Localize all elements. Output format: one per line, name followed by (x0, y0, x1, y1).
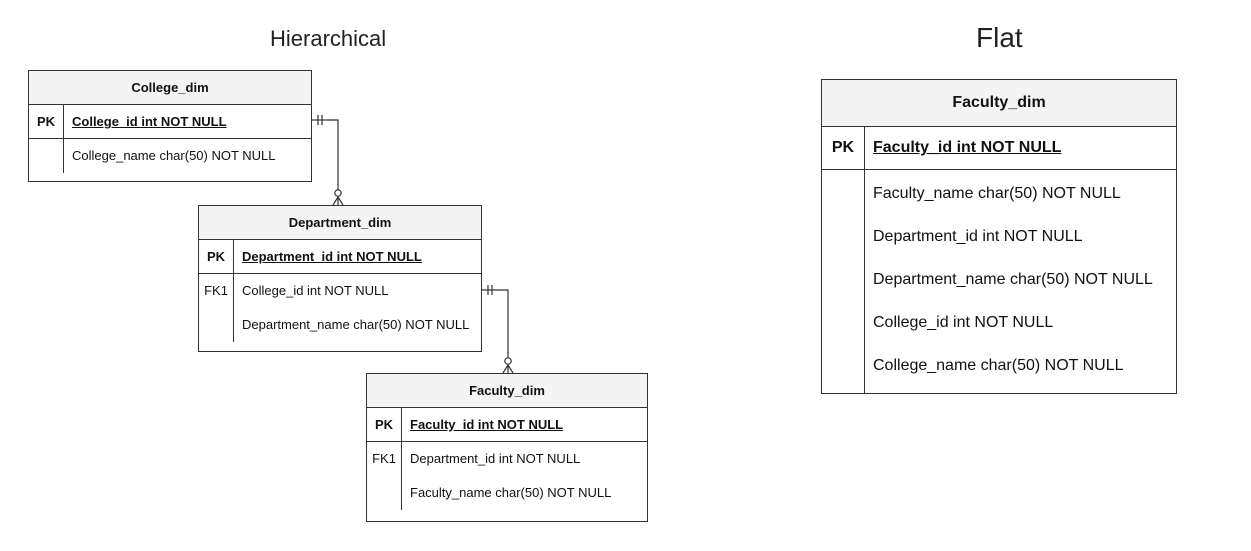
attribute-list: College_id int NOT NULL Department_name … (234, 274, 481, 342)
attribute-row: College_name char(50) NOT NULL (72, 148, 276, 163)
attribute-section: College_name char(50) NOT NULL (29, 139, 311, 173)
table-header: Faculty_dim (367, 374, 647, 408)
relationship-department-faculty (482, 285, 514, 374)
attribute-row: College_id int NOT NULL (242, 283, 389, 298)
pk-row: PK Faculty_id int NOT NULL (367, 408, 647, 442)
attribute-section: FK1 College_id int NOT NULL Department_n… (199, 274, 481, 342)
attribute-row: Department_name char(50) NOT NULL (242, 317, 470, 332)
attribute-list: Faculty_name char(50) NOT NULL Departmen… (865, 170, 1176, 394)
zero-circle-icon (334, 189, 342, 197)
attribute-list: College_name char(50) NOT NULL (64, 139, 311, 173)
relationship-college-department (312, 115, 344, 206)
key-column: FK1 (199, 274, 234, 342)
pk-label: PK (367, 408, 402, 441)
key-column: FK1 (367, 442, 402, 510)
attribute-row: College_name char(50) NOT NULL (873, 357, 1124, 374)
key-column (822, 170, 865, 394)
faculty-dim-table-flat: Faculty_dim PK Faculty_id int NOT NULL F… (821, 79, 1177, 394)
faculty-dim-table-hierarchical: Faculty_dim PK Faculty_id int NOT NULL F… (366, 373, 648, 522)
key-column (29, 139, 64, 173)
pk-row: PK Department_id int NOT NULL (199, 240, 481, 274)
key-cell: FK1 (372, 451, 396, 466)
pk-row: PK Faculty_id int NOT NULL (822, 127, 1176, 170)
attribute-row: Faculty_name char(50) NOT NULL (873, 185, 1121, 202)
table-header: Department_dim (199, 206, 481, 240)
attribute-list: Department_id int NOT NULL Faculty_name … (402, 442, 647, 510)
attribute-row: Department_id int NOT NULL (873, 228, 1083, 245)
relationship-line (312, 119, 339, 190)
pk-label: PK (199, 240, 234, 273)
college-dim-table: College_dim PK College_id int NOT NULL C… (28, 70, 312, 182)
flat-title: Flat (976, 22, 1023, 53)
pk-column: College_id int NOT NULL (72, 114, 227, 129)
attribute-section: FK1 Department_id int NOT NULL Faculty_n… (367, 442, 647, 510)
zero-circle-icon (504, 357, 512, 365)
department-dim-table: Department_dim PK Department_id int NOT … (198, 205, 482, 352)
table-header: College_dim (29, 71, 311, 105)
pk-label: PK (822, 127, 865, 169)
pk-column: Faculty_id int NOT NULL (873, 139, 1062, 156)
hierarchical-title: Hierarchical (270, 26, 387, 51)
key-cell: FK1 (204, 283, 228, 298)
pk-row: PK College_id int NOT NULL (29, 105, 311, 139)
attribute-section: Faculty_name char(50) NOT NULL Departmen… (822, 170, 1176, 394)
attribute-row: Department_name char(50) NOT NULL (873, 271, 1153, 288)
pk-label: PK (29, 105, 64, 138)
attribute-row: Department_id int NOT NULL (410, 451, 581, 466)
attribute-row: College_id int NOT NULL (873, 314, 1054, 331)
pk-column: Faculty_id int NOT NULL (410, 417, 564, 432)
table-header: Faculty_dim (822, 80, 1176, 127)
attribute-row: Faculty_name char(50) NOT NULL (410, 485, 612, 500)
relationship-line (482, 289, 509, 358)
pk-column: Department_id int NOT NULL (242, 249, 422, 264)
